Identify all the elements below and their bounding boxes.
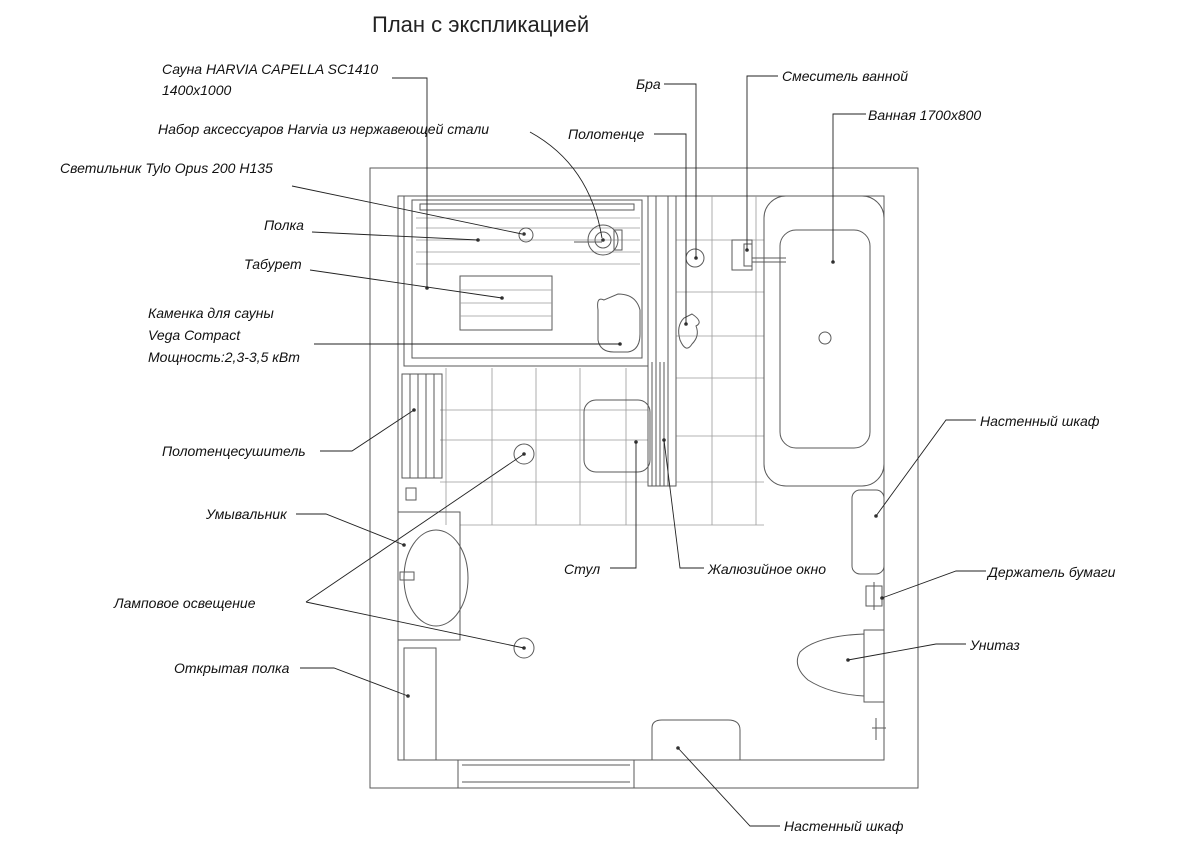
label-shelf: Полка <box>264 217 304 233</box>
towel-dryer-shape <box>401 373 443 501</box>
label-sconce: Бра <box>636 76 661 92</box>
label-lighting: Ламповое освещение <box>113 595 256 611</box>
bathtub-shape <box>763 195 885 487</box>
label-sink: Умывальник <box>205 506 288 522</box>
sink-shape <box>397 511 469 641</box>
label-stove-line3: Мощность:2,3-3,5 кВт <box>148 349 300 365</box>
label-toilet: Унитаз <box>969 637 1020 653</box>
label-towel: Полотенце <box>568 126 644 142</box>
stove-shape <box>597 293 641 353</box>
plan-title: План с экспликацией <box>372 12 589 37</box>
bath-mixer-shape <box>731 239 786 271</box>
label-wall-cabinet-right: Настенный шкаф <box>980 413 1100 429</box>
leader-lines <box>291 75 986 827</box>
label-sauna-line2: 1400x1000 <box>162 82 232 98</box>
label-accessories: Набор аксессуаров Harvia из нержавеющей … <box>158 121 489 137</box>
labels: Сауна HARVIA CAPELLA SC1410 1400x1000 На… <box>60 61 1116 834</box>
label-stool: Табурет <box>244 256 302 272</box>
label-paper-holder: Держатель бумаги <box>986 564 1116 580</box>
label-louvre-window: Жалюзийное окно <box>707 561 826 577</box>
label-bath: Ванная 1700x800 <box>868 107 981 123</box>
label-bath-mixer: Смеситель ванной <box>782 68 908 84</box>
sauna-cabin <box>403 195 649 367</box>
partition <box>647 195 677 487</box>
label-sauna-line1: Сауна HARVIA CAPELLA SC1410 <box>162 61 378 77</box>
label-stove-line2: Vega Compact <box>148 327 241 343</box>
label-chair: Стул <box>564 561 600 577</box>
label-stove-line1: Каменка для сауны <box>148 305 274 321</box>
label-lamp: Светильник Tylo Opus 200 H135 <box>60 160 273 176</box>
label-wall-cabinet-bottom: Настенный шкаф <box>784 818 904 834</box>
label-towel-dryer: Полотенцесушитель <box>162 443 306 459</box>
marker-dots <box>402 232 884 750</box>
label-open-shelf: Открытая полка <box>174 660 290 676</box>
floor-tiles <box>440 196 764 526</box>
walls <box>369 167 919 789</box>
